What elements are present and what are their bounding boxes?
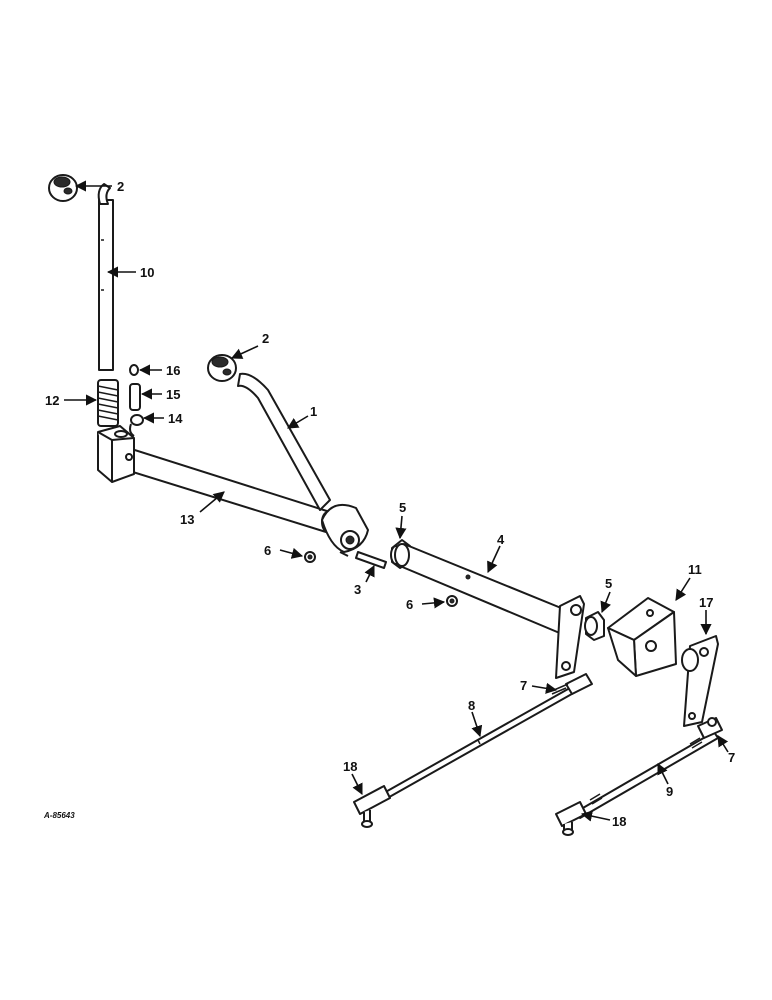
callout-6-left: 6	[264, 543, 271, 558]
callout-8: 8	[468, 698, 475, 713]
callout-12: 12	[45, 393, 59, 408]
callouts: 2 10 12 16 15 14 2 1 13 6 3 5 4 6 5 11 1…	[45, 179, 735, 829]
figure-reference: A-85643	[43, 811, 75, 820]
callout-16: 16	[166, 363, 180, 378]
part-9-rod	[575, 731, 719, 819]
part-4-arm	[555, 595, 585, 679]
callout-13: 13	[180, 512, 194, 527]
part-4-tube	[394, 543, 567, 635]
callout-7-left: 7	[520, 678, 527, 693]
callout-5-right: 5	[605, 576, 612, 591]
callout-18-left: 18	[343, 759, 357, 774]
leader-lines	[64, 180, 729, 822]
part-15-pin	[129, 383, 141, 411]
callout-14: 14	[168, 411, 183, 426]
part-12-spring	[97, 379, 119, 427]
part-18-rod-end-1	[353, 785, 391, 828]
part-6-setscrew-1	[304, 551, 316, 563]
callout-1: 1	[310, 404, 317, 419]
callout-17: 17	[699, 595, 713, 610]
callout-11: 11	[688, 562, 702, 577]
callout-4: 4	[497, 532, 505, 547]
callout-5-left: 5	[399, 500, 406, 515]
part-6-setscrew-2	[446, 595, 458, 607]
part-14-clip	[129, 414, 144, 437]
part-11-bracket	[607, 597, 677, 677]
part-3-key	[355, 551, 387, 569]
part-5-bushing-2	[584, 611, 605, 641]
callout-15: 15	[166, 387, 180, 402]
callout-2-lever: 2	[262, 331, 269, 346]
callout-7-right: 7	[728, 750, 735, 765]
part-10-vertical-rod	[97, 183, 114, 371]
callout-18-right: 18	[612, 814, 626, 829]
callout-6-right: 6	[406, 597, 413, 612]
callout-10: 10	[140, 265, 154, 280]
part-16-ball	[129, 364, 139, 376]
part-2-knob-upper	[48, 174, 78, 202]
part-7-clevis-2	[697, 717, 723, 739]
part-1-lever	[237, 372, 369, 557]
callout-3: 3	[354, 582, 361, 597]
part-18-rod-end-2	[555, 801, 587, 836]
callout-9: 9	[666, 784, 673, 799]
block	[97, 425, 135, 483]
callout-2-upper: 2	[117, 179, 124, 194]
part-17-arm	[681, 635, 719, 727]
part-2-knob-lever	[207, 354, 237, 382]
part-8-rod	[381, 679, 587, 801]
